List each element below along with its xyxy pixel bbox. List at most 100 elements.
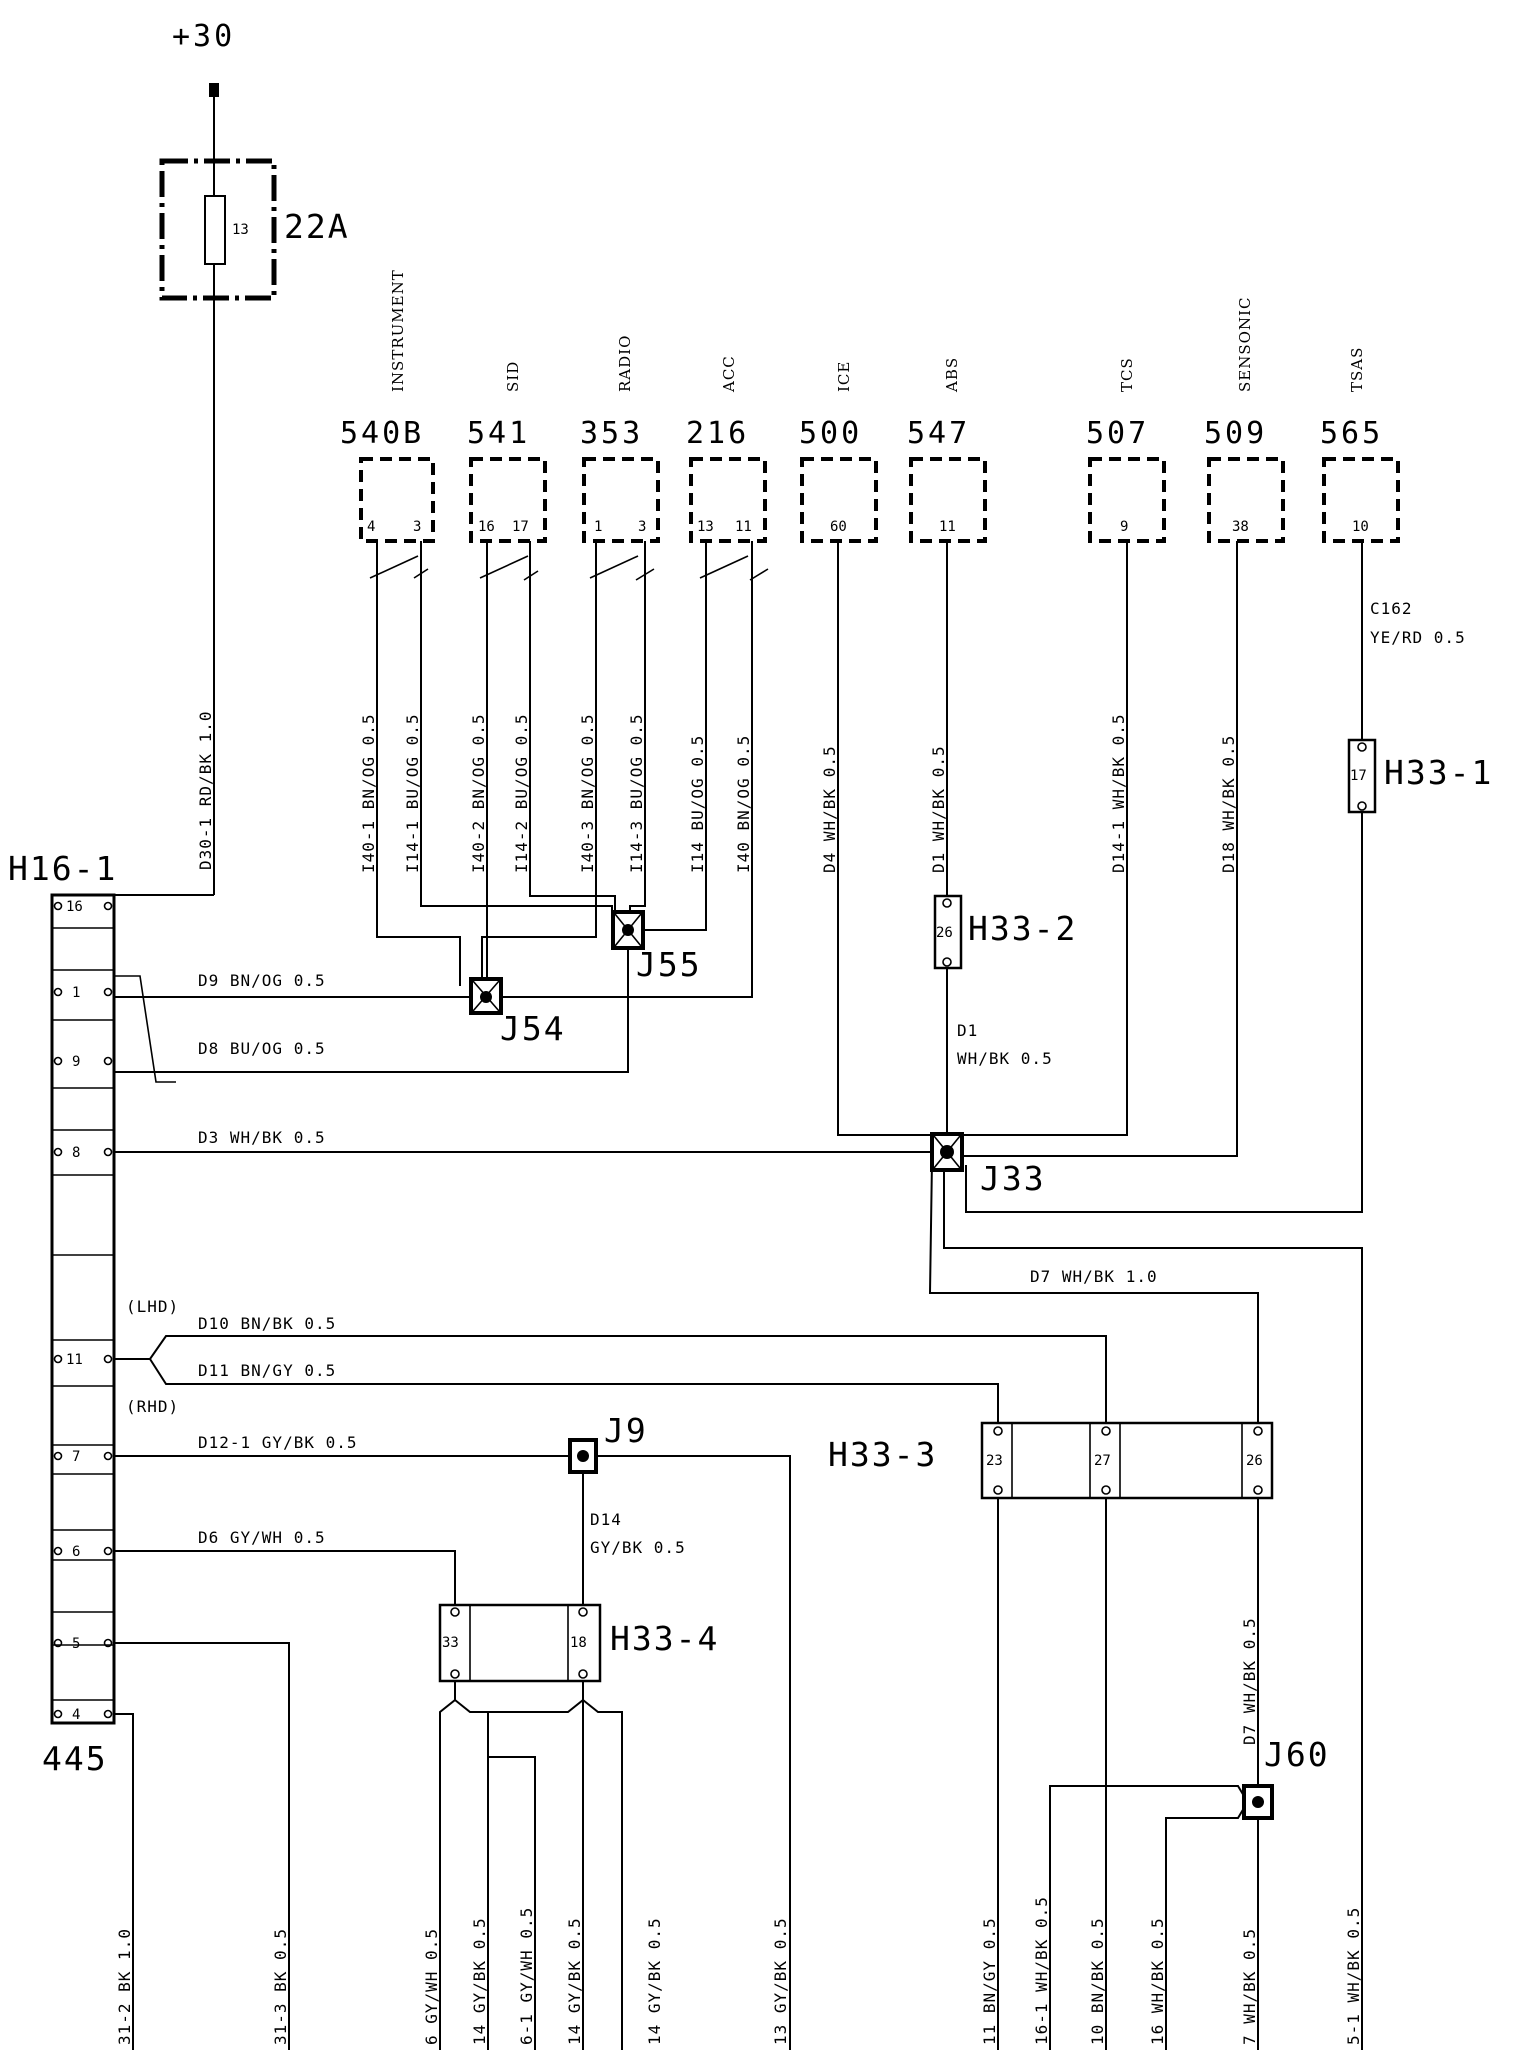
svg-text:13 GY/BK 0.5: 13 GY/BK 0.5	[771, 1917, 790, 2045]
wire-i40-3	[481, 541, 597, 986]
svg-text:I14-3 BU/OG 0.5: I14-3 BU/OG 0.5	[627, 714, 646, 874]
h16-pin-7: 7	[53, 1449, 113, 1465]
connector-h33-1	[1347, 738, 1377, 814]
wire-d11	[149, 1358, 999, 1423]
svg-text:6 GY/WH 0.5: 6 GY/WH 0.5	[422, 1928, 441, 2045]
fuse-element	[204, 195, 226, 265]
h33-3-label: H33-3	[828, 1435, 937, 1474]
svg-text:13: 13	[697, 519, 714, 535]
supply-label: +30	[172, 19, 235, 54]
svg-text:5-1 WH/BK 0.5: 5-1 WH/BK 0.5	[1344, 1907, 1363, 2045]
svg-text:16 WH/BK 0.5: 16 WH/BK 0.5	[1148, 1917, 1167, 2045]
svg-text:5: 5	[72, 1636, 80, 1652]
svg-text:14 GY/BK 0.5: 14 GY/BK 0.5	[470, 1917, 489, 2045]
h16-pin-6: 6	[53, 1544, 113, 1560]
h33-2-label: H33-2	[968, 909, 1077, 948]
svg-text:WH/BK 0.5: WH/BK 0.5	[957, 1049, 1053, 1068]
svg-text:I14-2 BU/OG 0.5: I14-2 BU/OG 0.5	[512, 714, 531, 874]
svg-text:YE/RD 0.5: YE/RD 0.5	[1370, 628, 1466, 647]
svg-text:16-1 WH/BK 0.5: 16-1 WH/BK 0.5	[1032, 1896, 1051, 2045]
fuse-rating: 22A	[284, 207, 350, 246]
wire-d6	[114, 1550, 456, 1605]
svg-text:I40 BN/OG 0.5: I40 BN/OG 0.5	[734, 735, 753, 873]
module-num-509: 509	[1204, 416, 1267, 451]
wire-i14-2	[529, 541, 616, 921]
wire-d8	[114, 948, 629, 1073]
svg-text:8: 8	[72, 1145, 80, 1161]
j54-label: J54	[500, 1009, 566, 1048]
j33-label: J33	[980, 1159, 1046, 1198]
wire-b-14c	[582, 1699, 623, 2050]
svg-text:3: 3	[413, 519, 421, 535]
svg-text:(RHD): (RHD)	[126, 1397, 179, 1416]
wire-d4	[837, 541, 940, 1136]
module-box-541	[469, 457, 547, 543]
svg-text:I40-1 BN/OG 0.5: I40-1 BN/OG 0.5	[359, 714, 378, 874]
module-name-instrument: INSTRUMENT	[389, 269, 407, 392]
svg-text:D7 WH/BK 0.5: D7 WH/BK 0.5	[1240, 1617, 1259, 1745]
connector-h33-3	[980, 1421, 1274, 1500]
label-d7: D7 WH/BK 1.0	[1030, 1267, 1158, 1286]
wire-d5-1	[943, 1170, 1363, 2050]
svg-text:9: 9	[72, 1054, 80, 1070]
supply-terminal	[209, 83, 219, 97]
svg-text:I14 BU/OG 0.5: I14 BU/OG 0.5	[688, 735, 707, 873]
h16-pin-16: 16	[53, 899, 113, 915]
svg-text:17: 17	[1350, 768, 1367, 784]
module-name-sid: SID	[504, 361, 522, 392]
fuse-box	[159, 158, 277, 301]
label-d6: D6 GY/WH 0.5	[198, 1528, 326, 1547]
label-d9: D9 BN/OG 0.5	[198, 971, 326, 990]
module-num-353: 353	[580, 416, 643, 451]
fuse-number: 13	[232, 222, 249, 238]
module-name-abs: ABS	[943, 357, 961, 393]
module-num-500: 500	[799, 416, 862, 451]
svg-text:60: 60	[830, 519, 847, 535]
svg-text:9: 9	[1120, 519, 1128, 535]
svg-text:D1 WH/BK 0.5: D1 WH/BK 0.5	[929, 745, 948, 873]
module-num-540b: 540B	[340, 416, 424, 451]
svg-text:11 BN/GY 0.5: 11 BN/GY 0.5	[980, 1917, 999, 2045]
h33-1-label: H33-1	[1384, 753, 1493, 792]
svg-text:1: 1	[72, 985, 80, 1001]
h16-pin-9: 9	[53, 1054, 113, 1070]
wire-b-16-1	[1049, 1785, 1245, 2050]
svg-text:16: 16	[66, 899, 83, 915]
svg-text:D1: D1	[957, 1021, 978, 1040]
wire-d7	[928, 1159, 1259, 1423]
svg-text:38: 38	[1232, 519, 1249, 535]
label-d3: D3 WH/BK 0.5	[198, 1128, 326, 1147]
module-box-509	[1207, 457, 1285, 543]
module-name-tsas: TSAS	[1348, 347, 1366, 392]
wire-c162-lower	[965, 812, 1363, 1213]
h16-label: H16-1	[8, 849, 117, 888]
main-wire-label: D30-1 RD/BK 1.0	[196, 711, 215, 871]
module-name-tcs: TCS	[1118, 357, 1136, 392]
svg-text:10: 10	[1352, 519, 1369, 535]
module-name-acc: ACC	[720, 355, 738, 393]
wire-i40-1	[376, 541, 461, 986]
wire-i14	[644, 541, 707, 931]
wire-b-16	[1165, 1807, 1245, 2050]
wire-31-3	[114, 1642, 290, 2050]
svg-text:23: 23	[986, 1453, 1003, 1469]
svg-text:16: 16	[478, 519, 495, 535]
label-d8: D8 BU/OG 0.5	[198, 1039, 326, 1058]
module-num-216: 216	[686, 416, 749, 451]
svg-text:31-3 BK 0.5: 31-3 BK 0.5	[271, 1928, 290, 2045]
svg-text:27: 27	[1094, 1453, 1111, 1469]
svg-text:10 BN/BK 0.5: 10 BN/BK 0.5	[1088, 1917, 1107, 2045]
module-name-sensonic: SENSONIC	[1236, 297, 1254, 392]
wire-i40	[499, 541, 753, 998]
svg-text:11: 11	[735, 519, 752, 535]
module-box-216	[689, 457, 767, 543]
wire-d14-1	[960, 541, 1128, 1136]
h33-4-label: H33-4	[610, 1619, 719, 1658]
label-d11: D11 BN/GY 0.5	[198, 1361, 336, 1380]
j9-label: J9	[604, 1411, 648, 1450]
module-box-353	[582, 457, 660, 543]
label-d12-1: D12-1 GY/BK 0.5	[198, 1433, 358, 1452]
h16-pin-11: 11	[53, 1352, 113, 1368]
wire-b-14a	[454, 1699, 489, 2050]
svg-text:4: 4	[367, 519, 375, 535]
